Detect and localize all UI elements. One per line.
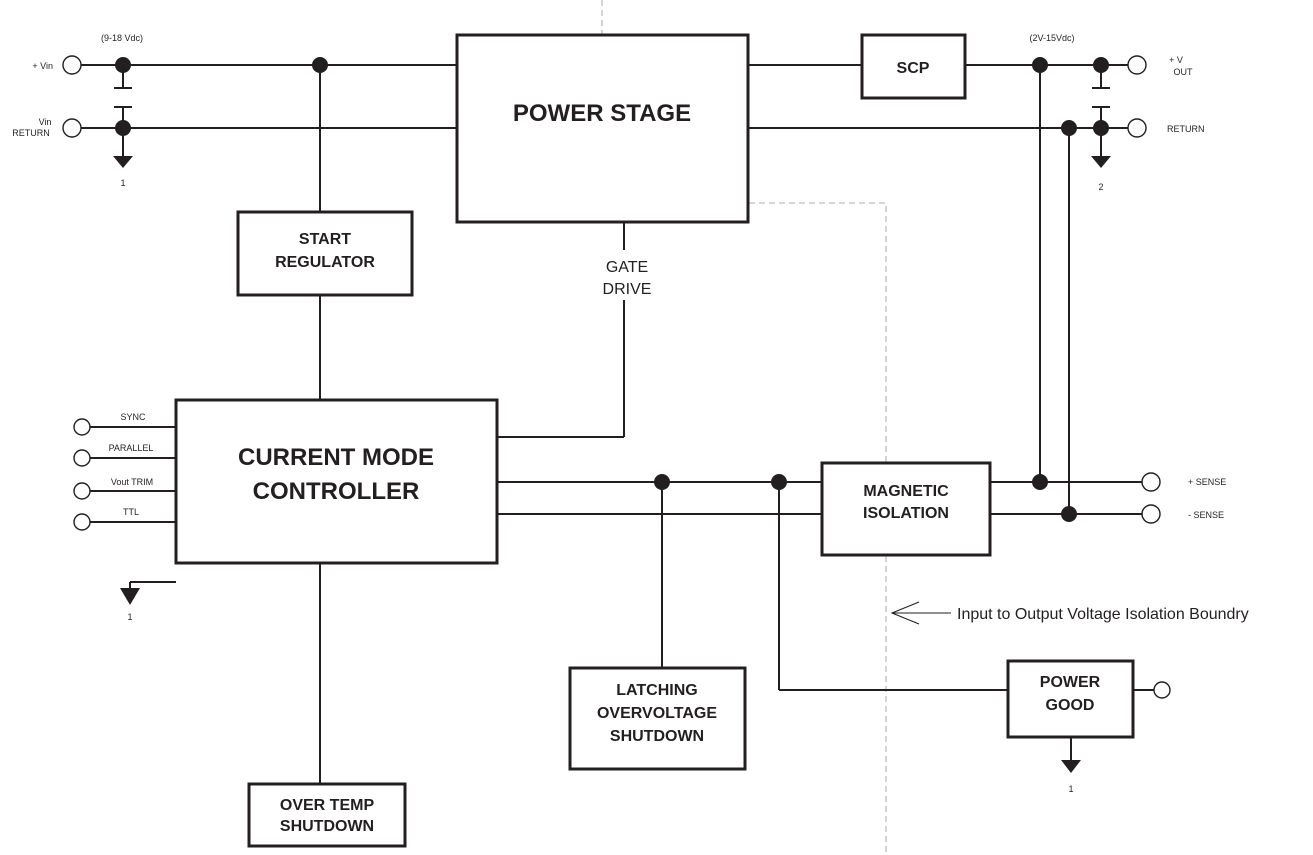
- vout-range-label: (2V-15Vdc): [1029, 33, 1074, 43]
- scp-block: [860, 33, 967, 100]
- minus-sense-label: - SENSE: [1188, 510, 1224, 520]
- junction-dot: [1061, 506, 1077, 522]
- controller-label-line2: CONTROLLER: [253, 478, 420, 505]
- junction-dot: [115, 120, 131, 136]
- power-good-label-line1: POWER: [1040, 674, 1101, 691]
- minus-sense-terminal: [1141, 504, 1161, 524]
- junction-dot: [1032, 57, 1048, 73]
- vout-plus-terminal: [1127, 55, 1147, 75]
- ground-in-number: 1: [120, 178, 125, 188]
- parallel-pin-label: PARALLEL: [109, 443, 154, 453]
- junction-dot: [771, 474, 787, 490]
- ground-symbol-controller: [120, 588, 140, 605]
- input-wiring: [81, 64, 457, 400]
- sync-terminal: [73, 418, 91, 436]
- ground-out-number: 2: [1098, 182, 1103, 192]
- power-stage-label: POWER STAGE: [513, 100, 691, 127]
- vin-return-terminal: [62, 118, 82, 138]
- gate-drive-label-line2: DRIVE: [603, 281, 652, 298]
- isolation-boundary-label: Input to Output Voltage Isolation Boundr…: [957, 606, 1249, 623]
- latching-overvoltage-block: [568, 666, 747, 771]
- vin-range-label: (9-18 Vdc): [101, 33, 143, 43]
- current-mode-controller-block: [174, 398, 499, 565]
- latching-label-line1: LATCHING: [616, 682, 697, 699]
- vout-return-label: RETURN: [1167, 124, 1205, 134]
- over-temp-label-line1: OVER TEMP: [280, 797, 375, 814]
- plus-sense-label: + SENSE: [1188, 477, 1226, 487]
- power-good-block: [1006, 659, 1135, 739]
- controller-ground-number: 1: [127, 612, 132, 622]
- ground-symbol-in: [113, 156, 133, 168]
- over-temp-shutdown-block: [247, 782, 407, 848]
- output-wiring: [748, 64, 1142, 515]
- power-good-label-line2: GOOD: [1046, 697, 1095, 714]
- scp-label: SCP: [897, 60, 930, 77]
- isolation-boundary-arrow: [890, 601, 951, 625]
- vout-plus-label-line2: OUT: [1174, 67, 1194, 77]
- power-good-terminal: [1153, 681, 1171, 699]
- vin-plus-label: + Vin: [32, 61, 53, 71]
- junction-dot: [1032, 474, 1048, 490]
- vout-return-terminal: [1127, 118, 1147, 138]
- latching-label-line3: SHUTDOWN: [610, 728, 704, 745]
- ground-symbol-power-good: [1061, 760, 1081, 773]
- ttl-pin-label: TTL: [123, 507, 139, 517]
- vout-plus-label-line1: + V: [1169, 55, 1183, 65]
- junction-dot: [1093, 57, 1109, 73]
- latching-label-line2: OVERVOLTAGE: [597, 705, 717, 722]
- plus-sense-terminal: [1141, 472, 1161, 492]
- magnetic-isolation-label-line2: ISOLATION: [863, 505, 949, 522]
- ttl-terminal: [73, 513, 91, 531]
- start-regulator-label-line2: REGULATOR: [275, 254, 375, 271]
- vout-trim-pin-label: Vout TRIM: [111, 477, 153, 487]
- start-regulator-block: [236, 210, 414, 297]
- vin-return-label-line1: Vin: [39, 117, 52, 127]
- power-good-ground-number: 1: [1068, 784, 1073, 794]
- junction-dot: [312, 57, 328, 73]
- start-regulator-label-line1: START: [299, 231, 351, 248]
- vout-trim-terminal: [73, 482, 91, 500]
- junction-dot: [1093, 120, 1109, 136]
- magnetic-isolation-label-line1: MAGNETIC: [863, 483, 949, 500]
- junction-dot: [115, 57, 131, 73]
- gate-drive-label-line1: GATE: [606, 259, 648, 276]
- over-temp-label-line2: SHUTDOWN: [280, 818, 374, 835]
- controller-wiring: [90, 222, 1154, 784]
- junction-dot: [654, 474, 670, 490]
- vin-plus-terminal: [62, 55, 82, 75]
- ground-symbol-out: [1091, 156, 1111, 168]
- junction-dot: [1061, 120, 1077, 136]
- power-stage-block: [455, 33, 750, 224]
- sync-pin-label: SYNC: [120, 412, 146, 422]
- magnetic-isolation-block: [820, 461, 992, 557]
- controller-label-line1: CURRENT MODE: [238, 444, 434, 471]
- vin-return-label-line2: RETURN: [12, 128, 50, 138]
- parallel-terminal: [73, 449, 91, 467]
